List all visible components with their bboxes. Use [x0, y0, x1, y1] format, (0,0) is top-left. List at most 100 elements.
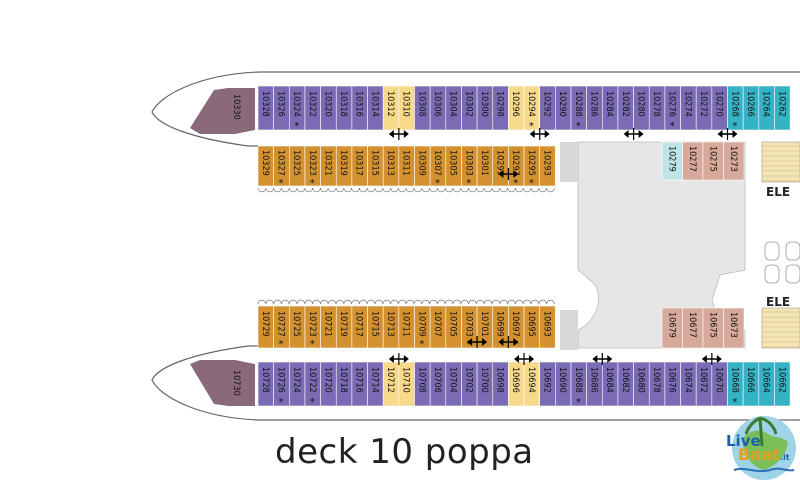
bottom-outer-cabin-10710[interactable]: 10710	[398, 361, 415, 407]
bottom-outer-cabin-10678[interactable]: 10678	[648, 361, 666, 407]
top-inner-cabin-10309[interactable]: 10309	[414, 145, 431, 187]
bottom-inner-cabin-10727[interactable]: 10727*	[273, 305, 290, 350]
bottom-inner-small-cabin-10675[interactable]: 10675	[702, 307, 724, 349]
bottom-inner-small-cabin-10679[interactable]: 10679	[661, 307, 683, 349]
top-inner-cabin-10299[interactable]: 10299	[492, 145, 509, 187]
top-inner-small-cabin-10273[interactable]: 10273	[723, 141, 745, 181]
top-inner-cabin-10305[interactable]: 10305	[445, 145, 462, 187]
bottom-outer-cabin-10726[interactable]: 10726*	[273, 361, 290, 408]
top-inner-cabin-10323[interactable]: 10323*	[304, 145, 321, 189]
top-outer-cabin-10308[interactable]: 10308	[414, 85, 431, 131]
top-inner-cabin-10307[interactable]: 10307*	[429, 145, 447, 189]
bottom-outer-cabin-10720[interactable]: 10720	[320, 361, 337, 407]
bottom-outer-cabin-10696[interactable]: 10696	[508, 361, 525, 407]
bottom-outer-cabin-10674[interactable]: 10674	[680, 361, 697, 407]
bottom-inner-cabin-10723[interactable]: 10723*	[304, 305, 321, 350]
top-outer-cabin-10300[interactable]: 10300	[476, 85, 494, 131]
top-outer-cabin-10276[interactable]: 10276*	[664, 85, 681, 132]
bottom-inner-cabin-10695[interactable]: 10695	[523, 305, 540, 349]
top-inner-cabin-10311[interactable]: 10311	[398, 145, 415, 187]
top-inner-cabin-10329[interactable]: 10329	[257, 145, 274, 187]
top-outer-cabin-10320[interactable]: 10320	[320, 85, 337, 131]
bottom-outer-cabin-10700[interactable]: 10700	[476, 361, 494, 407]
top-outer-cabin-10282[interactable]: 10282	[617, 85, 634, 131]
bottom-outer-cabin-10666[interactable]: 10666	[742, 361, 760, 407]
bottom-outer-cabin-10672[interactable]: 10672	[695, 361, 713, 407]
top-inner-cabin-10317[interactable]: 10317	[351, 145, 368, 187]
top-outer-cabin-10280[interactable]: 10280	[633, 85, 650, 131]
top-inner-cabin-10303[interactable]: 10303*	[461, 145, 478, 189]
bottom-outer-cabin-10684[interactable]: 10684	[601, 361, 619, 407]
top-outer-cabin-10326[interactable]: 10326	[273, 85, 290, 131]
bottom-outer-cabin-10680[interactable]: 10680	[633, 361, 650, 407]
top-outer-cabin-10268[interactable]: 10268*	[727, 85, 744, 132]
top-outer-cabin-10270[interactable]: 10270	[711, 85, 728, 131]
top-outer-cabin-10324[interactable]: 10324*	[288, 85, 306, 132]
top-outer-cabin-10264[interactable]: 10264	[758, 85, 775, 131]
top-outer-cabin-10290[interactable]: 10290	[555, 85, 572, 131]
top-outer-cabin-10328[interactable]: 10328	[257, 85, 274, 131]
bottom-outer-cabin-10688[interactable]: 10688*	[570, 361, 587, 408]
bottom-outer-cabin-10690[interactable]: 10690	[555, 361, 572, 407]
top-outer-cabin-10294[interactable]: 10294*	[523, 85, 540, 132]
top-outer-cabin-10310[interactable]: 10310	[398, 85, 415, 131]
bottom-inner-cabin-10711[interactable]: 10711	[398, 305, 415, 349]
bottom-outer-cabin-10722[interactable]: 10722*	[304, 361, 321, 408]
top-outer-cabin-10284[interactable]: 10284	[601, 85, 619, 131]
bottom-inner-cabin-10717[interactable]: 10717	[351, 305, 368, 349]
top-inner-small-cabin-10275[interactable]: 10275	[702, 141, 724, 181]
top-outer-cabin-10262[interactable]: 10262	[774, 85, 791, 131]
top-outer-cabin-10304[interactable]: 10304	[445, 85, 462, 131]
bottom-outer-cabin-10702[interactable]: 10702	[461, 361, 478, 407]
bottom-inner-cabin-10709[interactable]: 10709*	[414, 305, 431, 350]
bottom-inner-cabin-10719[interactable]: 10719	[335, 305, 353, 349]
top-inner-cabin-10297[interactable]: 10297*	[508, 145, 525, 189]
top-outer-cabin-10266[interactable]: 10266	[742, 85, 760, 131]
bottom-inner-cabin-10693[interactable]: 10693	[539, 305, 556, 349]
bottom-inner-cabin-10707[interactable]: 10707	[429, 305, 447, 349]
bottom-outer-cabin-10694[interactable]: 10694	[523, 361, 540, 407]
top-outer-cabin-10314[interactable]: 10314	[367, 85, 384, 131]
bottom-outer-cabin-10718[interactable]: 10718	[335, 361, 353, 407]
top-outer-cabin-10286[interactable]: 10286	[586, 85, 603, 131]
top-outer-cabin-10278[interactable]: 10278	[648, 85, 666, 131]
bottom-outer-cabin-10662[interactable]: 10662	[774, 361, 791, 407]
top-outer-cabin-10274[interactable]: 10274	[680, 85, 697, 131]
bottom-inner-cabin-10715[interactable]: 10715	[367, 305, 384, 349]
bottom-outer-cabin-10724[interactable]: 10724	[288, 361, 306, 407]
top-outer-cabin-10288[interactable]: 10288*	[570, 85, 587, 132]
top-outer-cabin-10296[interactable]: 10296	[508, 85, 525, 131]
top-outer-cabin-10292[interactable]: 10292	[539, 85, 556, 131]
top-outer-cabin-10298[interactable]: 10298	[492, 85, 509, 131]
bottom-outer-cabin-10714[interactable]: 10714	[367, 361, 384, 407]
top-inner-cabin-10325[interactable]: 10325	[288, 145, 306, 187]
top-outer-cabin-10322[interactable]: 10322	[304, 85, 321, 131]
bottom-outer-cabin-10708[interactable]: 10708	[414, 361, 431, 407]
bottom-inner-small-cabin-10677[interactable]: 10677	[682, 307, 704, 349]
bottom-outer-cabin-10706[interactable]: 10706	[429, 361, 447, 407]
top-outer-cabin-10306[interactable]: 10306	[429, 85, 447, 131]
top-inner-cabin-10321[interactable]: 10321	[320, 145, 337, 187]
top-outer-cabin-10318[interactable]: 10318	[335, 85, 353, 131]
bottom-inner-small-cabin-10673[interactable]: 10673	[723, 307, 745, 349]
top-inner-cabin-10313[interactable]: 10313	[382, 145, 400, 187]
top-inner-cabin-10295[interactable]: 10295*	[523, 145, 540, 189]
bottom-outer-cabin-10692[interactable]: 10692	[539, 361, 556, 407]
bottom-outer-cabin-10728[interactable]: 10728	[257, 361, 274, 407]
top-inner-small-cabin-10279[interactable]: 10279	[661, 141, 683, 181]
bottom-outer-cabin-10698[interactable]: 10698	[492, 361, 509, 407]
bottom-outer-cabin-10712[interactable]: 10712	[382, 361, 400, 407]
bottom-outer-cabin-10704[interactable]: 10704	[445, 361, 462, 407]
bottom-inner-cabin-10705[interactable]: 10705	[445, 305, 462, 349]
bottom-inner-cabin-10729[interactable]: 10729	[257, 305, 274, 349]
bottom-outer-cabin-10716[interactable]: 10716	[351, 361, 368, 407]
top-inner-cabin-10327[interactable]: 10327*	[273, 145, 290, 189]
bottom-inner-cabin-10713[interactable]: 10713	[382, 305, 400, 349]
top-outer-cabin-10316[interactable]: 10316	[351, 85, 368, 131]
top-outer-cabin-10302[interactable]: 10302	[461, 85, 478, 131]
bottom-outer-cabin-10686[interactable]: 10686	[586, 361, 603, 407]
bottom-outer-cabin-10682[interactable]: 10682	[617, 361, 634, 407]
bottom-inner-cabin-10721[interactable]: 10721	[320, 305, 337, 349]
liveboat-logo[interactable]: Live Boat .it	[716, 400, 800, 493]
bottom-outer-cabin-10676[interactable]: 10676	[664, 361, 681, 407]
